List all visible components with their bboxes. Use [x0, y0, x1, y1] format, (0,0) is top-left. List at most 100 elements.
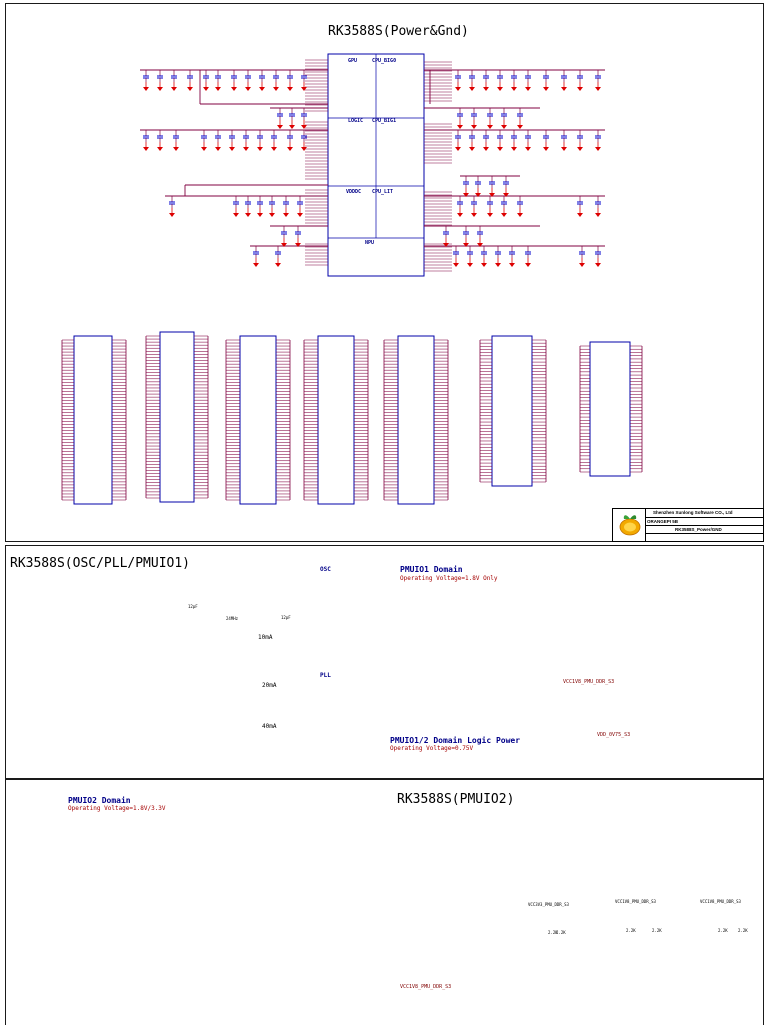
vdd0v75-net: VDD_0V75_S3: [597, 732, 631, 738]
pmuio2-sheet: [5, 779, 764, 1025]
ground-symbol: [577, 147, 583, 151]
sheet-name: RK3588S_Power/GND: [675, 527, 722, 532]
power-gnd-title: RK3588S(Power&Gnd): [328, 24, 469, 39]
osc-block-label: OSC: [320, 566, 331, 573]
ground-symbol: [277, 125, 283, 129]
ground-symbol: [143, 147, 149, 151]
ground-symbol: [245, 213, 251, 217]
ground-symbol: [233, 213, 239, 217]
res-value-5: 2.2K: [718, 928, 728, 933]
ground-symbol: [543, 147, 549, 151]
ground-symbol: [595, 147, 601, 151]
ground-symbol: [463, 243, 469, 247]
ground-symbol: [489, 193, 495, 197]
ground-symbol: [517, 213, 523, 217]
vdddc-block-label: VDDDC: [346, 189, 362, 195]
ground-symbol: [497, 87, 503, 91]
ground-symbol: [543, 87, 549, 91]
cap-12pf-a: 12pF: [188, 604, 198, 609]
pmuio1-domain-title: PMUIO1 Domain: [400, 565, 463, 574]
ground-symbol: [525, 87, 531, 91]
ground-symbol: [245, 87, 251, 91]
company-logo: [617, 511, 643, 537]
ground-symbol: [169, 213, 175, 217]
cpu-lit-block-label: CPU_LIT: [372, 189, 394, 195]
ground-symbol: [475, 193, 481, 197]
gpu-block-label: GPU: [348, 58, 358, 64]
ground-symbol: [471, 125, 477, 129]
ground-symbol: [469, 87, 475, 91]
ground-symbol: [577, 87, 583, 91]
ground-symbol: [257, 213, 263, 217]
ground-symbol: [561, 147, 567, 151]
gnd-pin-chip: [397, 335, 435, 505]
ground-symbol: [525, 263, 531, 267]
pmuio1-voltage-note: Operating Voltage=1.8V Only: [400, 575, 498, 582]
pmuio2-title: RK3588S(PMUIO2): [397, 792, 515, 807]
ground-symbol: [275, 263, 281, 267]
ground-symbol: [215, 147, 221, 151]
ground-symbol: [301, 147, 307, 151]
ground-symbol: [561, 87, 567, 91]
ground-symbol: [143, 87, 149, 91]
logic-block-label: LOGIC: [348, 118, 364, 124]
ground-symbol: [443, 243, 449, 247]
osc-pll-sheet: [5, 545, 764, 779]
ground-symbol: [487, 213, 493, 217]
ground-symbol: [455, 87, 461, 91]
ground-symbol: [297, 213, 303, 217]
title-block: Shenzhen Xunlong Software CO., Ltd ORANG…: [612, 508, 764, 542]
gnd-pin-chip: [491, 335, 533, 487]
ground-symbol: [501, 213, 507, 217]
ground-symbol: [511, 147, 517, 151]
pullup-net-2: VCC1V8_PMU_DDR_S3: [615, 899, 656, 904]
ground-symbol: [509, 263, 515, 267]
gnd-pin-chip: [73, 335, 113, 505]
ground-symbol: [283, 213, 289, 217]
ground-symbol: [281, 243, 287, 247]
npu-block-label: NPU: [365, 240, 375, 246]
ground-symbol: [289, 125, 295, 129]
pmuio2-voltage-note: Operating Voltage=1.8V/3.3V: [68, 805, 166, 812]
cpu-big0-block-label: CPU_BIG0: [372, 58, 397, 64]
res-value-4: 2.2K: [652, 928, 662, 933]
pullup-net-1: VCC3V3_PMU_DDR_S3: [528, 902, 569, 907]
logic-power-title: PMUIO1/2 Domain Logic Power: [390, 736, 521, 745]
ground-symbol: [259, 87, 265, 91]
ground-symbol: [287, 87, 293, 91]
ground-symbol: [253, 263, 259, 267]
ground-symbol: [295, 243, 301, 247]
ground-symbol: [595, 263, 601, 267]
ground-symbol: [501, 125, 507, 129]
crystal-label: 24MHz: [226, 616, 239, 621]
ground-symbol: [173, 147, 179, 151]
gnd-pin-chip: [239, 335, 277, 505]
gnd-pin-chip: [317, 335, 355, 505]
gnd-pin-chip: [159, 331, 195, 503]
ground-symbol: [577, 213, 583, 217]
pullup-net-3: VCC1V8_PMU_DDR_S3: [700, 899, 741, 904]
gnd-pin-chip: [589, 341, 631, 477]
ground-symbol: [595, 213, 601, 217]
ground-symbol: [455, 147, 461, 151]
ground-symbol: [229, 147, 235, 151]
current-10ma: 10mA: [258, 634, 273, 641]
pmuio2-domain-title: PMUIO2 Domain: [68, 796, 131, 805]
ground-symbol: [487, 125, 493, 129]
vcc1v8-pmu-net: VCC1V8_PMU_DDR_S3: [563, 679, 615, 685]
current-20ma: 20mA: [262, 682, 277, 689]
ground-symbol: [287, 147, 293, 151]
ground-symbol: [157, 87, 163, 91]
ground-symbol: [467, 263, 473, 267]
ground-symbol: [201, 147, 207, 151]
ground-symbol: [463, 193, 469, 197]
ground-symbol: [273, 87, 279, 91]
osc-pll-title: RK3588S(OSC/PLL/PMUIO1): [10, 556, 191, 571]
ground-symbol: [483, 147, 489, 151]
ground-symbol: [457, 125, 463, 129]
pmuio2-bottom-net: VCC1V8_PMU_DDR_S3: [400, 984, 452, 990]
ground-symbol: [471, 213, 477, 217]
ground-symbol: [171, 87, 177, 91]
power-gnd-sheet: [5, 3, 764, 542]
